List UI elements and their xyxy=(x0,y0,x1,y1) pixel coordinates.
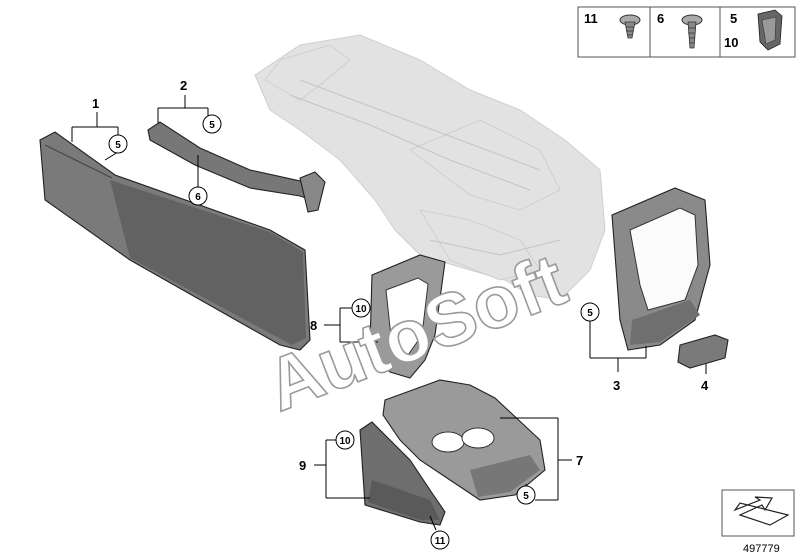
part-9-lower-panel xyxy=(359,421,446,526)
part-label-4: 4 xyxy=(701,378,709,393)
legend-label-11: 11 xyxy=(584,11,598,26)
diagram-id: 497779 xyxy=(743,543,780,555)
callout-label: 11 xyxy=(435,536,446,547)
part-label-9: 9 xyxy=(299,458,306,473)
part-label-2: 2 xyxy=(180,78,187,93)
part-8-frame xyxy=(369,254,446,379)
callout-circle: 11 xyxy=(430,530,450,550)
part-label-7: 7 xyxy=(576,453,583,468)
callout-circle: 5 xyxy=(580,302,600,322)
screw-long-icon xyxy=(681,14,703,49)
callout-label: 5 xyxy=(587,308,593,319)
part-3-rear-vent-frame xyxy=(611,187,711,351)
callout-circle: 6 xyxy=(188,186,208,206)
clip-icon xyxy=(757,9,783,51)
legend-label-6: 6 xyxy=(657,11,664,26)
part-label-8: 8 xyxy=(310,318,317,333)
callout-label: 5 xyxy=(209,120,215,131)
callout-circle: 5 xyxy=(516,485,536,505)
callout-circle: 5 xyxy=(202,114,222,134)
legend-label-10: 10 xyxy=(724,35,738,50)
callout-label: 6 xyxy=(195,192,201,203)
callout-label: 10 xyxy=(355,304,367,315)
callout-label: 10 xyxy=(339,436,351,447)
part-1-side-trim xyxy=(39,131,311,351)
callout-circle: 5 xyxy=(108,134,128,154)
callout-circle: 10 xyxy=(351,298,371,318)
legend-label-5: 5 xyxy=(730,11,737,26)
callout-label: 5 xyxy=(115,140,121,151)
callout-circle: 10 xyxy=(335,430,355,450)
ghost-console-assembly xyxy=(254,34,606,301)
part-label-3: 3 xyxy=(613,378,620,393)
part-label-1: 1 xyxy=(92,96,99,111)
callout-label: 5 xyxy=(523,491,529,502)
part-7-cupholder-trim xyxy=(382,379,546,501)
screw-short-icon xyxy=(619,14,641,39)
fastener-legend: 11 6 5 10 xyxy=(577,6,796,58)
orientation-arrow-icon xyxy=(721,489,795,537)
part-4-cover-plate xyxy=(677,334,729,369)
part-2-upper-trim xyxy=(147,121,326,213)
